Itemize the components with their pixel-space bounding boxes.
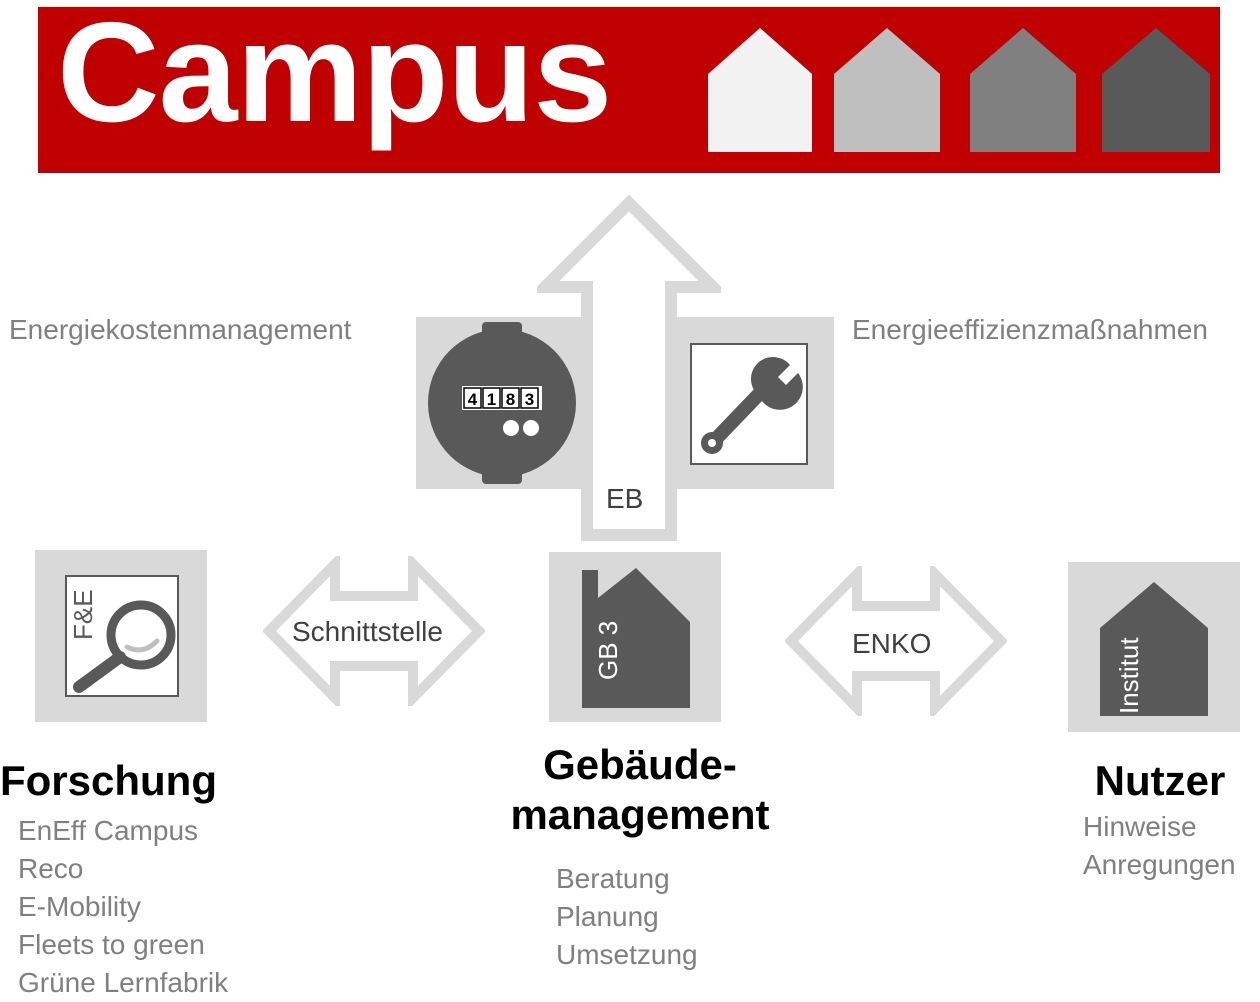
list-item: Planung <box>556 901 659 932</box>
institut-label: Institut <box>1114 637 1144 714</box>
institut-label-holder: Institut <box>1108 637 1168 714</box>
forschung-list: EnEff Campus Reco E-Mobility Fleets to g… <box>18 812 228 1002</box>
list-item: Grüne Lernfabrik <box>18 967 229 998</box>
institute-building-icon <box>1100 582 1208 716</box>
list-item: Hinweise <box>1083 811 1197 842</box>
double-arrow-schnittstelle <box>263 556 485 706</box>
list-item: Beratung <box>556 863 670 894</box>
up-arrow-eb <box>537 195 721 541</box>
house-icon <box>1102 28 1210 152</box>
gebaeude-heading-line1: Gebäude- <box>543 741 737 788</box>
list-item: EnEff Campus <box>18 815 199 846</box>
nutzer-heading: Nutzer <box>1094 757 1226 804</box>
list-item: E-Mobility <box>18 891 141 922</box>
meter-digit: 1 <box>487 390 496 409</box>
gb3-label: GB 3 <box>593 620 623 680</box>
list-item: Umsetzung <box>556 939 698 970</box>
arrow-label-eb: EB <box>606 483 644 514</box>
banner-title: Campus <box>57 0 612 152</box>
label-energiekostenmanagement: Energiekostenmanagement <box>9 314 352 345</box>
list-item: Anregungen <box>1083 849 1236 880</box>
wrench-icon <box>690 343 808 465</box>
energy-meter-icon: 4 1 8 3 <box>428 322 576 484</box>
meter-digit: 8 <box>506 390 515 409</box>
enko-label: ENKO <box>852 628 932 659</box>
gebaeude-list: Beratung Planung Umsetzung <box>556 860 698 974</box>
house-icon <box>708 28 812 152</box>
schnittstelle-label: Schnittstelle <box>292 616 443 647</box>
gebaeude-heading: Gebäude- management <box>470 740 810 841</box>
factory-building-icon <box>582 568 690 708</box>
gebaeude-heading-line2: management <box>510 791 770 839</box>
meter-digit: 3 <box>525 390 534 409</box>
label-energieeffizienzmassnahmen: Energieeffizienzmaßnahmen <box>852 314 1208 345</box>
fe-label-holder: F&E <box>58 589 118 640</box>
fe-label: F&E <box>68 589 98 640</box>
house-icon <box>834 28 940 152</box>
list-item: Fleets to green <box>18 929 205 960</box>
list-item: Reco <box>18 853 84 884</box>
nutzer-list: Hinweise Anregungen <box>1083 808 1236 884</box>
house-icon <box>970 28 1076 152</box>
meter-digit: 4 <box>468 390 478 409</box>
double-arrow-enko <box>785 566 1007 716</box>
forschung-heading: Forschung <box>0 757 217 804</box>
house-icons-row <box>708 28 1210 152</box>
magnifier-icon <box>65 575 179 697</box>
gb3-label-holder: GB 3 <box>585 620 645 680</box>
